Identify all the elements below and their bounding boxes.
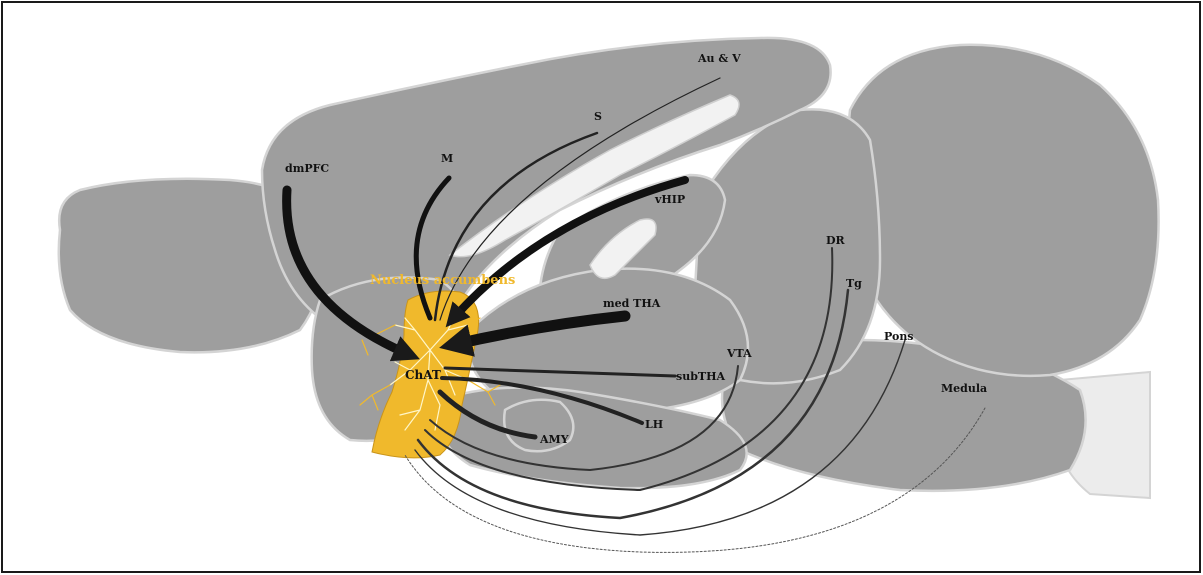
label-med-tha: med THA	[603, 297, 661, 310]
label-vhip: vHIP	[654, 193, 685, 206]
label-m: M	[441, 152, 453, 165]
label-dmpfc: dmPFC	[285, 162, 329, 175]
label-chat: ChAT	[405, 368, 441, 382]
label-nucleus-accumbens: Nucleus accumbens	[370, 273, 515, 288]
label-vta: VTA	[726, 347, 752, 360]
label-amy: AMY	[539, 433, 569, 446]
label-tg: Tg	[846, 277, 862, 290]
label-dr: DR	[826, 234, 846, 247]
label-lh: LH	[645, 418, 663, 431]
label-s: S	[594, 110, 602, 123]
label-au-v: Au & V	[697, 52, 741, 65]
label-subtha: subTHA	[676, 370, 725, 383]
label-medula: Medula	[941, 382, 987, 395]
label-pons: Pons	[884, 330, 914, 343]
